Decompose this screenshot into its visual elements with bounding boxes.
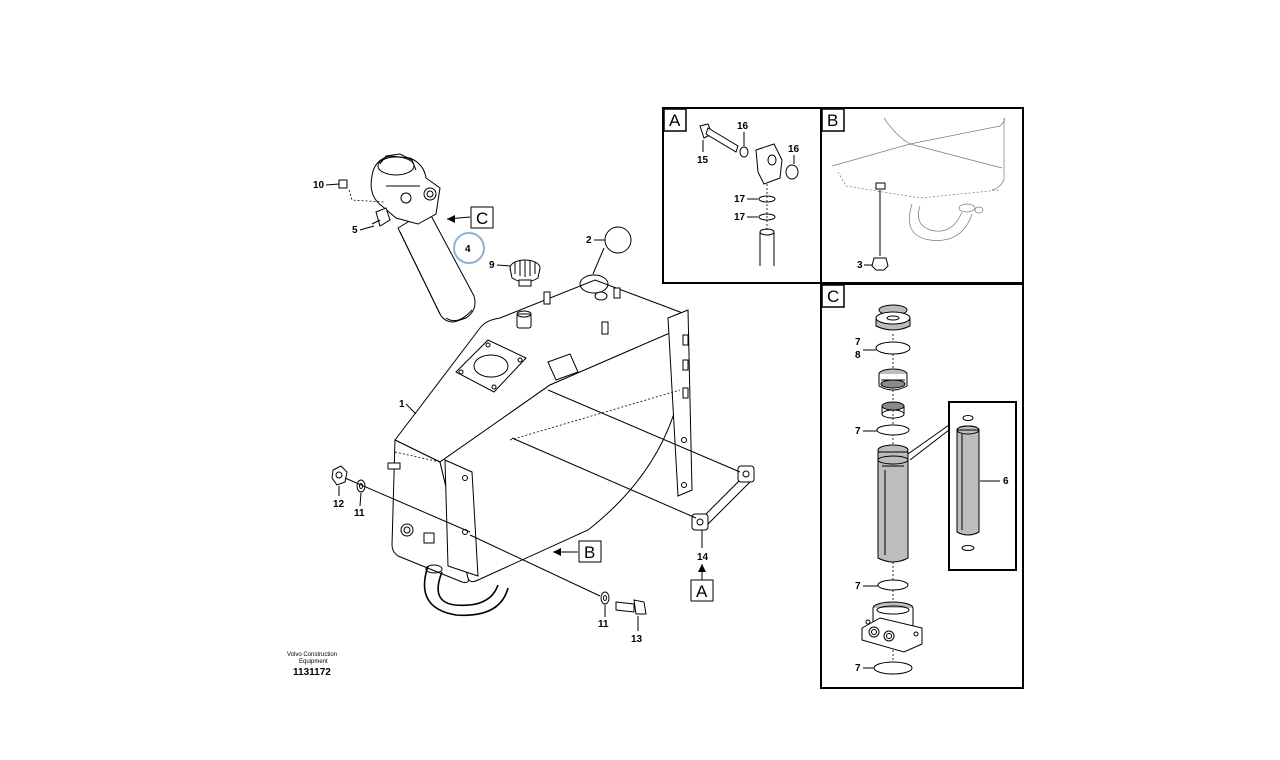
sight-glass-cover[interactable] [592,226,632,275]
bolt-13[interactable] [615,599,647,615]
label-4: 4 [465,244,471,255]
label-14: 14 [697,552,709,563]
label-17-bottom: 17 [734,212,746,223]
detail-panel-c[interactable]: C [820,283,1024,689]
label-8: 8 [855,350,861,361]
label-11-left: 11 [354,508,365,519]
label-9: 9 [489,260,495,271]
callout-b[interactable]: B [553,540,602,563]
label-16-top: 16 [737,121,749,132]
label-15: 15 [697,155,709,166]
detail-panel-a[interactable]: A 15 16 16 17 17 [662,107,822,284]
label-7-mid: 7 [855,426,861,437]
panel-a-letter: A [669,111,681,130]
selected-item-highlight[interactable] [453,232,485,264]
credit-line-1: Volvo Construction [287,652,337,658]
breather-cap[interactable] [509,259,541,287]
document-number: 1131172 [293,667,331,678]
callout-c[interactable]: C [446,206,494,229]
label-10: 10 [313,180,325,191]
label-1: 1 [399,399,405,410]
label-13: 13 [631,634,643,645]
support-rod[interactable] [511,389,755,531]
label-7-bottom: 7 [855,663,861,674]
hydraulic-tank[interactable] [387,274,693,617]
label-16-right: 16 [788,144,800,155]
credit-line-2: Equipment [299,659,328,665]
svg-text:B: B [584,543,595,562]
return-filter-assembly[interactable] [338,153,476,323]
label-5: 5 [352,225,358,236]
washer-11-right[interactable] [600,591,610,605]
svg-text:A: A [696,582,708,601]
label-12: 12 [333,499,345,510]
label-6: 6 [1003,476,1009,487]
callout-a[interactable]: A [690,564,714,602]
label-2: 2 [586,235,592,246]
label-3: 3 [857,260,863,271]
panel-b-letter: B [827,111,838,130]
detail-panel-b[interactable]: B 3 [820,107,1024,284]
label-7-lower: 7 [855,581,861,592]
svg-text:C: C [476,209,488,228]
bolt-12[interactable] [331,465,348,486]
panel-c-letter: C [827,287,839,306]
label-11-right: 11 [598,619,609,630]
label-17-top: 17 [734,194,746,205]
label-7-top: 7 [855,337,861,348]
